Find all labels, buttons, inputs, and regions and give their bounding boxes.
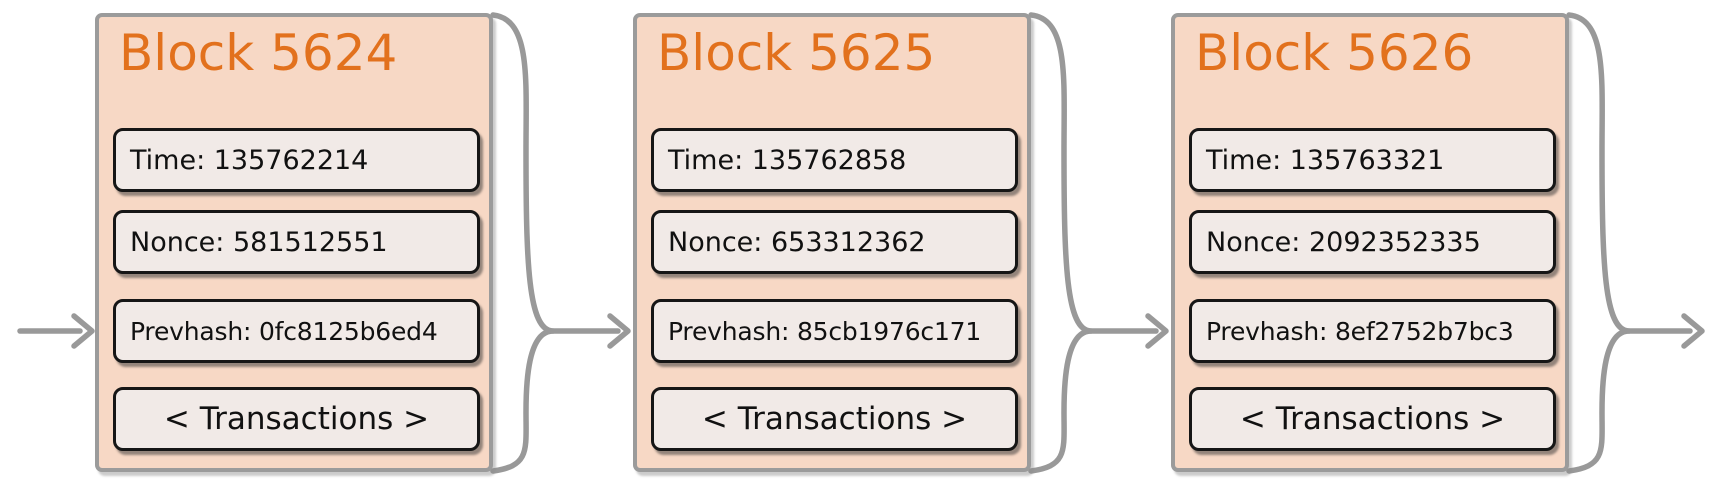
- prevhash-text: Prevhash: 85cb1976c171: [668, 316, 982, 346]
- time-text: Time: 135762858: [668, 144, 907, 176]
- prevhash-field: Prevhash: 8ef2752b7bc3: [1189, 299, 1556, 363]
- nonce-text: Nonce: 581512551: [130, 226, 388, 258]
- prevhash-text: Prevhash: 8ef2752b7bc3: [1206, 316, 1514, 346]
- time-text: Time: 135763321: [1206, 144, 1445, 176]
- hash-funnel-brace-1: [490, 12, 556, 474]
- time-field: Time: 135762214: [113, 128, 480, 192]
- transactions-box: < Transactions >: [651, 387, 1018, 451]
- block-title: Block 5624: [119, 24, 398, 82]
- transactions-box: < Transactions >: [1189, 387, 1556, 451]
- nonce-text: Nonce: 653312362: [668, 226, 926, 258]
- transactions-text: < Transactions >: [163, 401, 430, 437]
- nonce-text: Nonce: 2092352335: [1206, 226, 1481, 258]
- transactions-text: < Transactions >: [1239, 401, 1506, 437]
- hash-funnel-brace-2: [1028, 12, 1094, 474]
- nonce-field: Nonce: 653312362: [651, 210, 1018, 274]
- time-text: Time: 135762214: [130, 144, 369, 176]
- block-card-5624: Block 5624 Time: 135762214 Nonce: 581512…: [95, 13, 493, 472]
- time-field: Time: 135763321: [1189, 128, 1556, 192]
- hash-arrow-head-icon-1: [607, 313, 631, 349]
- prevhash-text: Prevhash: 0fc8125b6ed4: [130, 316, 438, 346]
- prevhash-field: Prevhash: 0fc8125b6ed4: [113, 299, 480, 363]
- block-card-5625: Block 5625 Time: 135762858 Nonce: 653312…: [633, 13, 1031, 472]
- outgoing-arrow-head-icon: [1681, 313, 1705, 349]
- block-card-5626: Block 5626 Time: 135763321 Nonce: 209235…: [1171, 13, 1569, 472]
- block-title: Block 5625: [657, 24, 936, 82]
- nonce-field: Nonce: 2092352335: [1189, 210, 1556, 274]
- transactions-text: < Transactions >: [701, 401, 968, 437]
- hash-arrow-head-icon-2: [1145, 313, 1169, 349]
- transactions-box: < Transactions >: [113, 387, 480, 451]
- nonce-field: Nonce: 581512551: [113, 210, 480, 274]
- block-title: Block 5626: [1195, 24, 1474, 82]
- time-field: Time: 135762858: [651, 128, 1018, 192]
- incoming-arrow-head-icon: [71, 313, 95, 349]
- hash-funnel-brace-3: [1566, 12, 1632, 474]
- prevhash-field: Prevhash: 85cb1976c171: [651, 299, 1018, 363]
